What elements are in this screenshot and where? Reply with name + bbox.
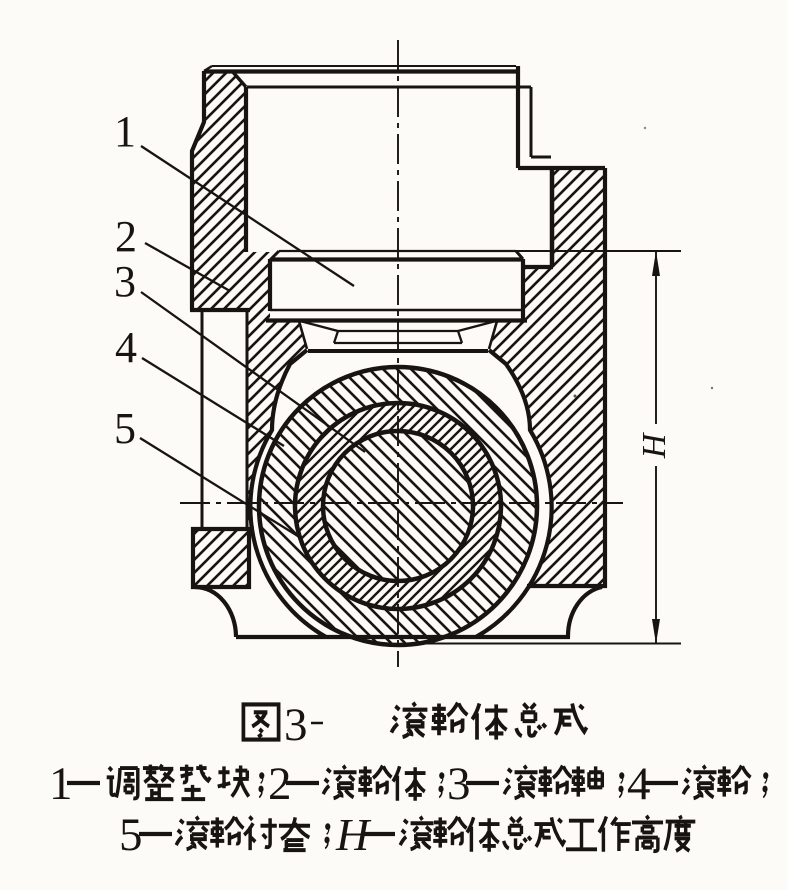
svg-text:4: 4: [115, 323, 137, 372]
svg-text:H: H: [636, 431, 673, 459]
svg-text:3: 3: [447, 758, 471, 810]
svg-text:5: 5: [119, 809, 143, 861]
svg-text:1: 1: [49, 758, 73, 810]
svg-text:2: 2: [115, 212, 137, 261]
svg-text:1: 1: [114, 107, 136, 156]
svg-text:3: 3: [114, 257, 136, 306]
svg-text:2: 2: [268, 758, 292, 810]
svg-text:5: 5: [114, 404, 136, 453]
svg-text:4: 4: [627, 758, 651, 810]
svg-text:3: 3: [284, 699, 308, 751]
